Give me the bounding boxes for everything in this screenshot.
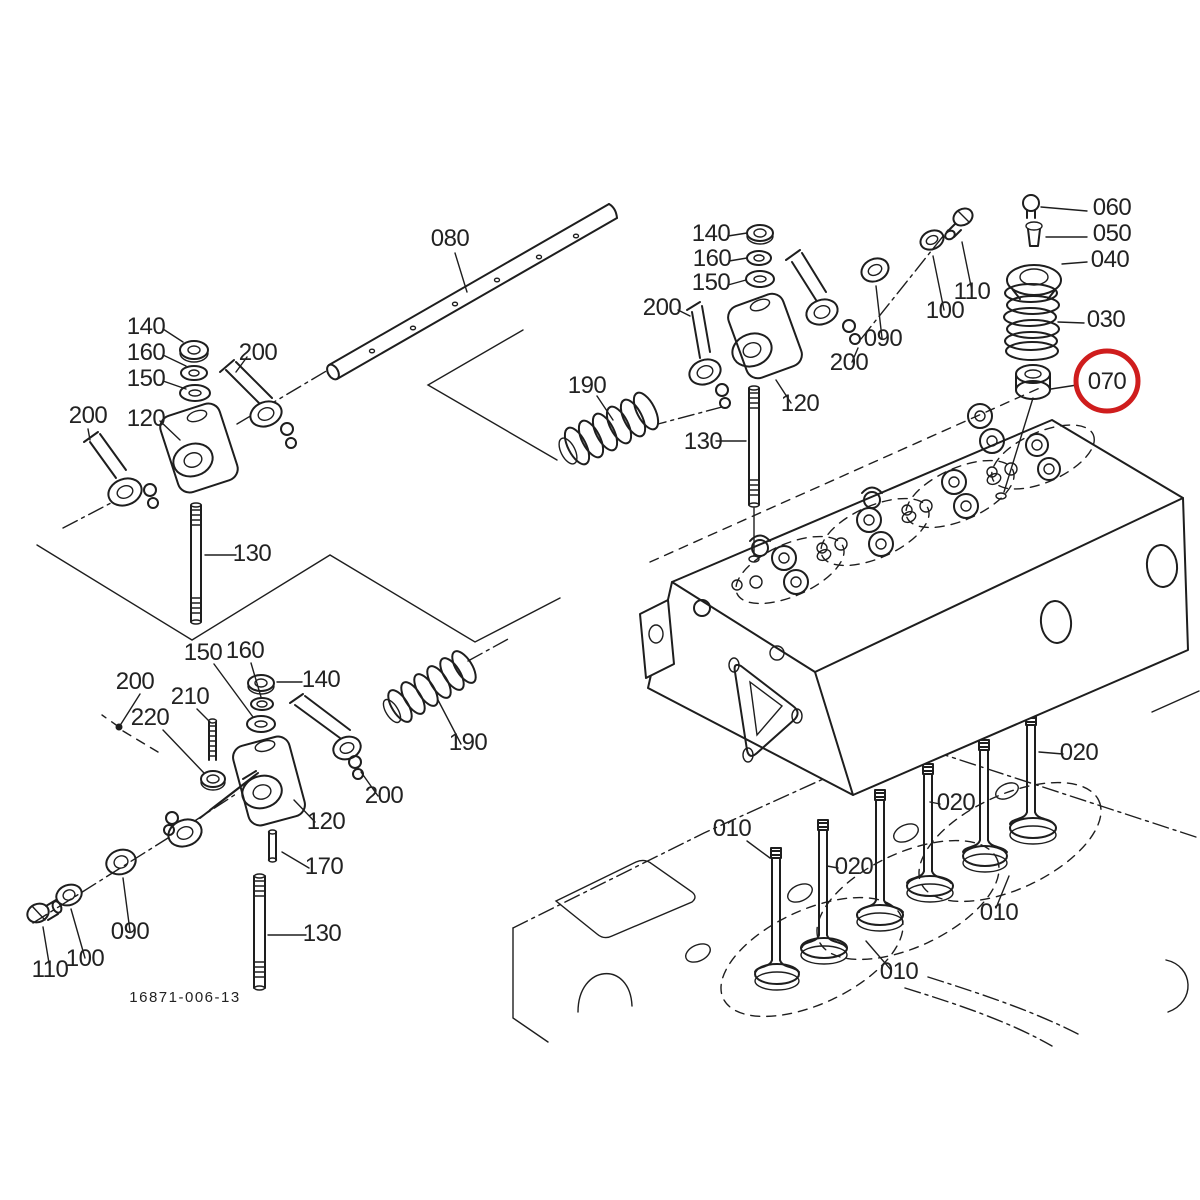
part-label-170: 170 (305, 853, 344, 880)
part-label-130: 130 (233, 540, 272, 567)
valve-seal-070 (1015, 364, 1051, 400)
valve-spring-190 (382, 650, 477, 724)
rocker-assembly-middle (558, 207, 974, 508)
part-label-120: 120 (127, 405, 166, 432)
valve (800, 819, 848, 965)
part-label-140: 140 (127, 313, 166, 340)
engine-block (512, 690, 1200, 1047)
part-label-200: 200 (830, 349, 869, 376)
part-label-020: 020 (835, 853, 874, 880)
valve-spring-190 (558, 391, 660, 466)
part-label-020: 020 (1060, 739, 1099, 766)
valve-pad-unit (735, 535, 845, 605)
part-label-090: 090 (864, 325, 903, 352)
part-label-140: 140 (692, 220, 731, 247)
part-label-010: 010 (980, 899, 1019, 926)
part-label-190: 190 (568, 372, 607, 399)
valve (962, 739, 1008, 873)
valve-stack (995, 194, 1062, 500)
part-label-130: 130 (303, 920, 342, 947)
part-label-040: 040 (1091, 246, 1130, 273)
part-label-010: 010 (713, 815, 752, 842)
drawing-number: 16871-006-13 (129, 989, 240, 1006)
rocker-assembly-bottom-left (26, 650, 477, 991)
part-label-100: 100 (66, 945, 105, 972)
part-label-030: 030 (1087, 306, 1126, 333)
part-label-200: 200 (365, 782, 404, 809)
part-label-160: 160 (693, 245, 732, 272)
part-label-220: 220 (131, 704, 170, 731)
rocker-assembly-left (83, 340, 297, 625)
part-label-110: 110 (32, 956, 69, 983)
part-label-200: 200 (239, 339, 278, 366)
part-label-020: 020 (937, 789, 976, 816)
part-label-160: 160 (127, 339, 166, 366)
part-label-210: 210 (171, 683, 210, 710)
cylinder-head (639, 403, 1189, 796)
part-label-150: 150 (184, 639, 223, 666)
part-label-130: 130 (684, 428, 723, 455)
valve (906, 763, 954, 903)
part-label-110: 110 (954, 278, 991, 305)
part-label-010: 010 (880, 958, 919, 985)
valve-pad-unit (991, 424, 1095, 490)
part-label-150: 150 (692, 269, 731, 296)
part-label-200: 200 (116, 668, 155, 695)
part-label-050: 050 (1093, 220, 1132, 247)
part-label-120: 120 (307, 808, 346, 835)
part-label-070: 070 (1088, 368, 1127, 395)
leader-lines (42, 206, 1088, 971)
rocker-shaft-080 (326, 203, 618, 381)
valve-pad-unit (905, 459, 1015, 529)
valve (754, 847, 800, 991)
part-label-100: 100 (926, 297, 965, 324)
part-label-120: 120 (781, 390, 820, 417)
part-label-090: 090 (111, 918, 150, 945)
part-label-200: 200 (69, 402, 108, 429)
part-label-200: 200 (643, 294, 682, 321)
valve (1009, 714, 1057, 845)
part-label-060: 060 (1093, 194, 1132, 221)
leader-dot (115, 723, 123, 731)
highlight-circle-070 (1073, 348, 1141, 414)
valve-spring-030 (1003, 283, 1060, 361)
part-label-190: 190 (449, 729, 488, 756)
part-label-160: 160 (226, 637, 265, 664)
part-label-080: 080 (431, 225, 470, 252)
part-label-150: 150 (127, 365, 166, 392)
part-label-140: 140 (302, 666, 341, 693)
valve (856, 789, 904, 932)
